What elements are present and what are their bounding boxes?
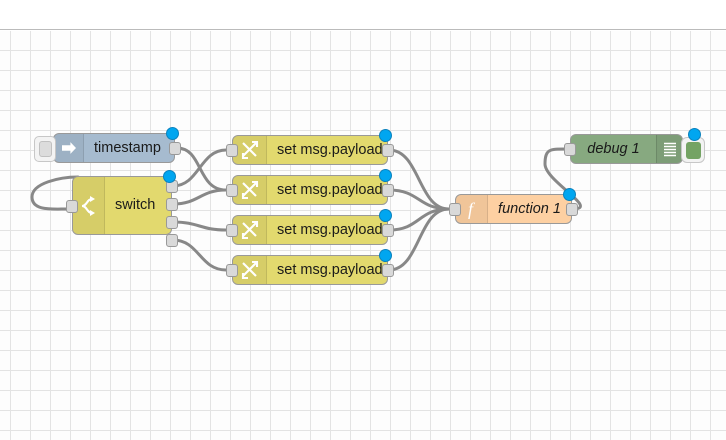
wire-switch-out-2-to-change-2 [171,188,228,206]
change-1-output-port[interactable] [382,144,394,157]
change-1-input-port[interactable] [226,144,238,157]
node-debug-1[interactable]: debug 1 [564,128,705,164]
change-3-node-label: set msg.payload [277,221,383,238]
change-4-input-port[interactable] [226,264,238,277]
inject-status-dot [166,127,179,140]
function-node-label: function 1 [498,200,561,217]
debug-button-knob [685,141,701,159]
wire-change-4-to-function [387,207,451,272]
function-status-dot [563,188,576,201]
flow-canvas[interactable]: timestamp switch [0,31,726,440]
wire-switch-out-3-to-change-3 [171,220,228,232]
change-1-node-label: set msg.payload [277,141,383,158]
function-output-port[interactable] [566,203,578,216]
change-swap-icon [233,136,267,164]
debug-status-dot [688,128,701,141]
wire-change-2-to-function [387,188,451,211]
switch-input-port[interactable] [66,200,78,213]
change-swap-icon [233,216,267,244]
change-3-status-dot [379,209,392,222]
inject-output-port[interactable] [169,142,181,155]
change-3-input-port[interactable] [226,224,238,237]
node-change-4[interactable]: set msg.payload [226,249,394,285]
change-4-status-dot [379,249,392,262]
node-change-2[interactable]: set msg.payload [226,169,394,205]
change-2-node-label: set msg.payload [277,181,383,198]
debug-lines-icon [656,135,682,163]
switch-output-port-2[interactable] [166,198,178,211]
function-input-port[interactable] [449,203,461,216]
switch-fork-icon [73,177,105,234]
wire-change-1-to-function [387,148,451,211]
function-f-icon: f [456,195,488,223]
change-3-output-port[interactable] [382,224,394,237]
wire-switch-out-1-to-change-1 [171,148,228,188]
node-change-3[interactable]: set msg.payload [226,209,394,245]
inject-arrow-icon [54,134,84,162]
change-1-status-dot [379,129,392,142]
switch-output-port-4[interactable] [166,234,178,247]
inject-button-knob [38,141,52,157]
wire-switch-out-4-to-change-4 [171,238,228,272]
change-2-status-dot [379,169,392,182]
debug-input-port[interactable] [564,143,576,156]
node-function-1[interactable]: f function 1 [449,188,578,224]
wire-change-3-to-function [387,207,451,232]
change-swap-icon [233,176,267,204]
node-change-1[interactable]: set msg.payload [226,129,394,165]
node-inject-timestamp[interactable]: timestamp [34,127,181,163]
change-swap-icon [233,256,267,284]
inject-trigger-button[interactable] [34,136,56,162]
change-4-node-label: set msg.payload [277,261,383,278]
change-4-output-port[interactable] [382,264,394,277]
switch-node-label: switch [115,197,156,214]
change-2-input-port[interactable] [226,184,238,197]
flow-tab-bar[interactable] [0,0,726,30]
node-switch[interactable]: switch [66,170,178,247]
wire-timestamp-to-change-2 [175,146,228,192]
debug-node-label: debug 1 [587,140,640,157]
switch-output-port-3[interactable] [166,216,178,229]
switch-status-dot [163,170,176,183]
svg-text:f: f [468,199,476,219]
debug-enable-button[interactable] [681,137,705,163]
inject-node-label: timestamp [94,139,161,156]
change-2-output-port[interactable] [382,184,394,197]
